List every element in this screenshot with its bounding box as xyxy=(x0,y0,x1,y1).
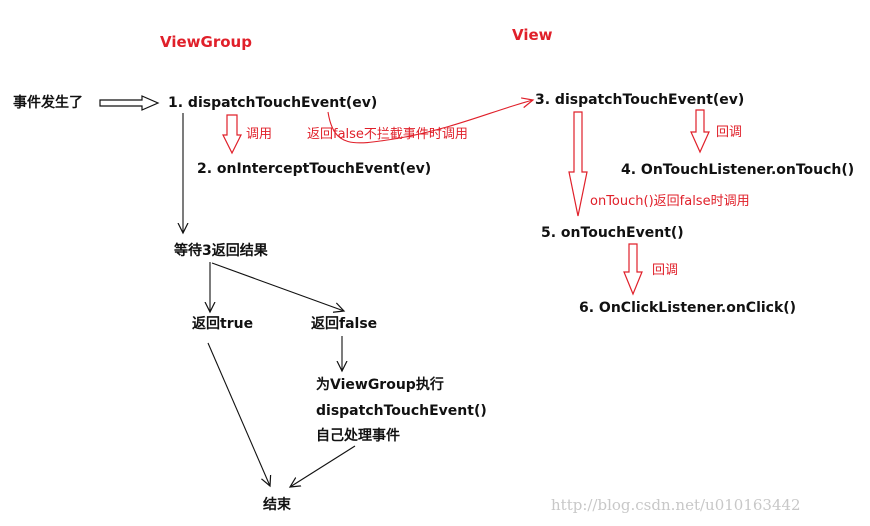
line-to-false xyxy=(211,262,344,311)
hollow-arrow-callback-2 xyxy=(623,243,643,296)
dispatch-touch-event-view: 3. dispatchTouchEvent(ev) xyxy=(535,92,745,108)
curve-arrow-not-intercept xyxy=(327,100,533,144)
line-true-to-end xyxy=(207,342,270,486)
on-intercept-touch-event-node: 2. onInterceptTouchEvent(ev) xyxy=(197,161,432,177)
wait-result-node: 等待3返回结果 xyxy=(174,243,268,259)
view-header: View xyxy=(512,26,553,44)
callback-label-2: 回调 xyxy=(652,263,679,278)
ontouch-false-label: onTouch()返回false时调用 xyxy=(590,194,750,209)
self-handle-line-1: 为ViewGroup执行 xyxy=(316,377,444,393)
self-handle-line-2: dispatchTouchEvent() xyxy=(316,403,487,419)
event-start-node: 事件发生了 xyxy=(13,95,83,111)
viewgroup-header: ViewGroup xyxy=(160,33,252,51)
watermark: http://blog.csdn.net/u010163442 xyxy=(551,496,801,514)
hollow-arrow-callback-1 xyxy=(690,109,710,154)
hollow-arrow-to-ontouchevent xyxy=(568,111,588,217)
not-intercept-label: 返回false不拦截事件时调用 xyxy=(307,127,468,142)
line-self-to-end xyxy=(290,445,356,487)
on-touch-listener-node: 4. OnTouchListener.onTouch() xyxy=(621,162,855,178)
hollow-arrow-call xyxy=(222,114,242,155)
callback-label-1: 回调 xyxy=(716,125,743,140)
on-click-listener-node: 6. OnClickListener.onClick() xyxy=(579,300,797,316)
dispatch-touch-event-viewgroup: 1. dispatchTouchEvent(ev) xyxy=(168,95,378,111)
return-true-node: 返回true xyxy=(192,316,254,332)
hollow-arrow-start xyxy=(99,95,160,111)
return-false-node: 返回false xyxy=(311,316,378,332)
on-touch-event-node: 5. onTouchEvent() xyxy=(541,225,684,241)
call-label: 调用 xyxy=(246,127,273,142)
end-node: 结束 xyxy=(263,497,291,513)
self-handle-line-3: 自己处理事件 xyxy=(316,428,400,444)
